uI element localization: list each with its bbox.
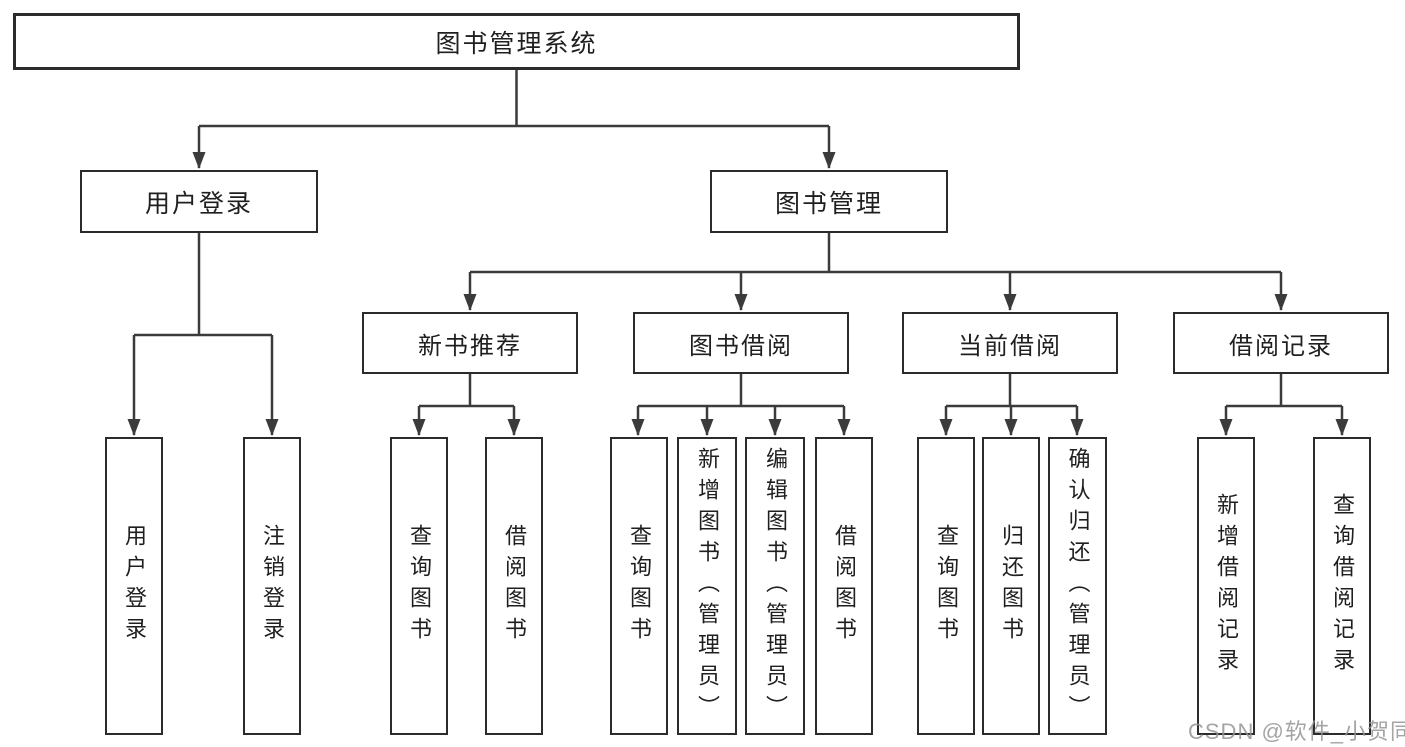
node-book-management: 图书管理 [710,170,948,233]
leaf-query-books-current: 查询图书 [917,437,975,735]
leaf-query-borrow-record: 查询借阅记录 [1313,437,1371,735]
leaf-add-borrow-record: 新增借阅记录 [1197,437,1255,735]
node-book-borrowing: 图书借阅 [633,312,849,374]
leaf-label: 确认归还（管理员） [1065,446,1091,726]
leaf-query-books-recommend: 查询图书 [390,437,448,735]
leaf-edit-books-admin: 编辑图书（管理员） [745,437,805,735]
leaf-return-books: 归还图书 [982,437,1040,735]
connector-user-login-stem [134,233,272,337]
leaf-user-login: 用户登录 [105,437,163,735]
leaf-label: 新增图书（管理员） [695,446,720,726]
leaf-label: 借阅图书 [832,524,857,648]
connector-records-stem [1226,374,1342,408]
leaf-add-books-admin: 新增图书（管理员） [677,437,737,735]
node-library-system: 图书管理系统 [13,13,1020,70]
leaf-logout: 注销登录 [243,437,301,735]
leaf-label: 注销登录 [260,524,285,648]
connector-borrowing-stem [638,374,844,408]
leaf-label: 借阅图书 [502,524,527,648]
connector-book-mgmt-stem [470,233,1281,274]
leaf-label: 归还图书 [999,524,1024,648]
leaf-query-books-borrowing: 查询图书 [610,437,668,735]
node-current-borrowing: 当前借阅 [902,312,1118,374]
leaf-borrow-books-recommend: 借阅图书 [485,437,543,735]
node-new-book-recommend: 新书推荐 [362,312,578,374]
leaf-confirm-return-admin: 确认归还（管理员） [1048,437,1107,735]
leaf-label: 用户登录 [122,524,147,648]
leaf-borrow-books-borrowing: 借阅图书 [815,437,873,735]
connector-root-stem [199,70,829,128]
connector-new-rec-stem [419,374,514,408]
leaf-label: 新增借阅记录 [1214,493,1239,679]
csdn-watermark: CSDN @软件_小贺同学 [1188,719,1405,744]
leaf-label: 查询借阅记录 [1330,493,1355,679]
leaf-label: 编辑图书（管理员） [763,446,788,726]
leaf-label: 查询图书 [407,524,432,648]
connector-current-stem [946,374,1077,408]
node-borrowing-records: 借阅记录 [1173,312,1389,374]
leaf-label: 查询图书 [627,524,652,648]
node-user-login: 用户登录 [80,170,318,233]
leaf-label: 查询图书 [934,524,959,648]
